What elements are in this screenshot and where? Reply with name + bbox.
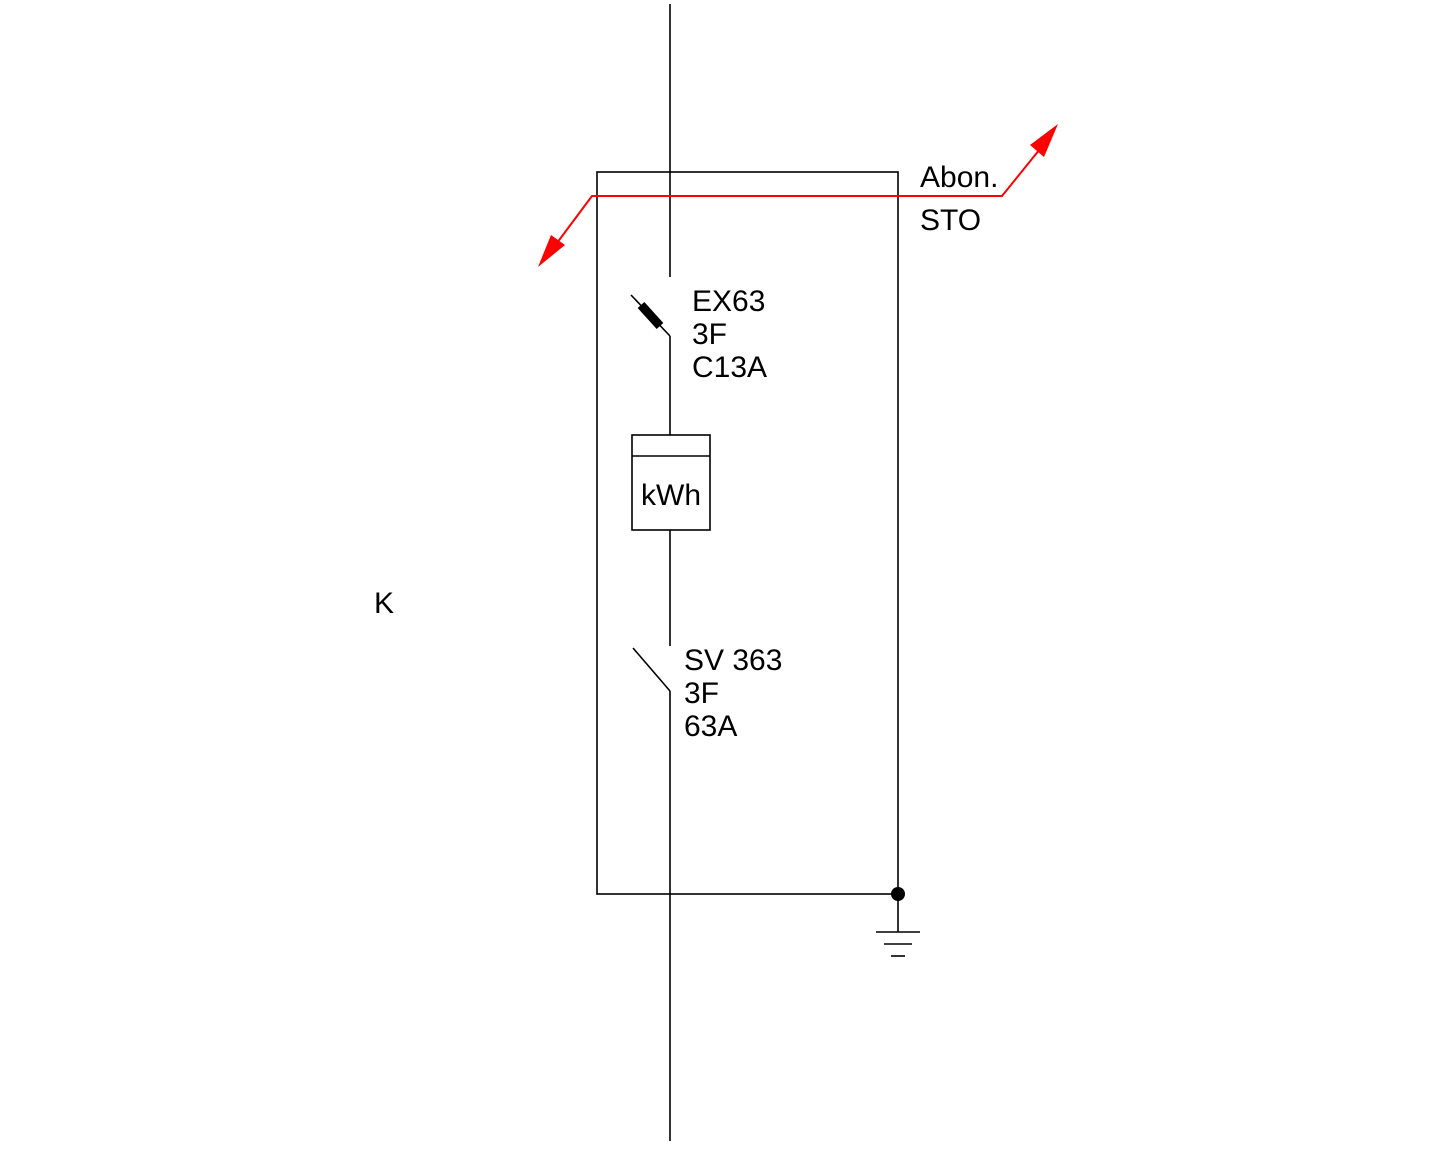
- feeder-arrow-down-icon: [538, 235, 565, 267]
- breaker-label-model: EX63: [692, 285, 765, 318]
- breaker-label-rating: C13A: [692, 351, 767, 384]
- breaker-label-phases: 3F: [692, 318, 727, 351]
- breaker-fuse-bar: [637, 301, 664, 330]
- feeder-line: [544, 143, 1045, 260]
- feeder-label-top: Abon.: [920, 161, 998, 194]
- meter-box: [631, 434, 711, 531]
- feeder-label-bottom: STO: [920, 204, 981, 237]
- feeder-arrow-up-icon: [1030, 124, 1058, 157]
- switch-label-model: SV 363: [684, 644, 782, 677]
- switch-label-phases: 3F: [684, 677, 719, 710]
- panel-outline: [596, 171, 899, 895]
- meter-label: kWh: [641, 479, 701, 512]
- switch-arm: [632, 647, 671, 692]
- switch-label-rating: 63A: [684, 710, 737, 743]
- cabinet-label: K: [374, 587, 394, 620]
